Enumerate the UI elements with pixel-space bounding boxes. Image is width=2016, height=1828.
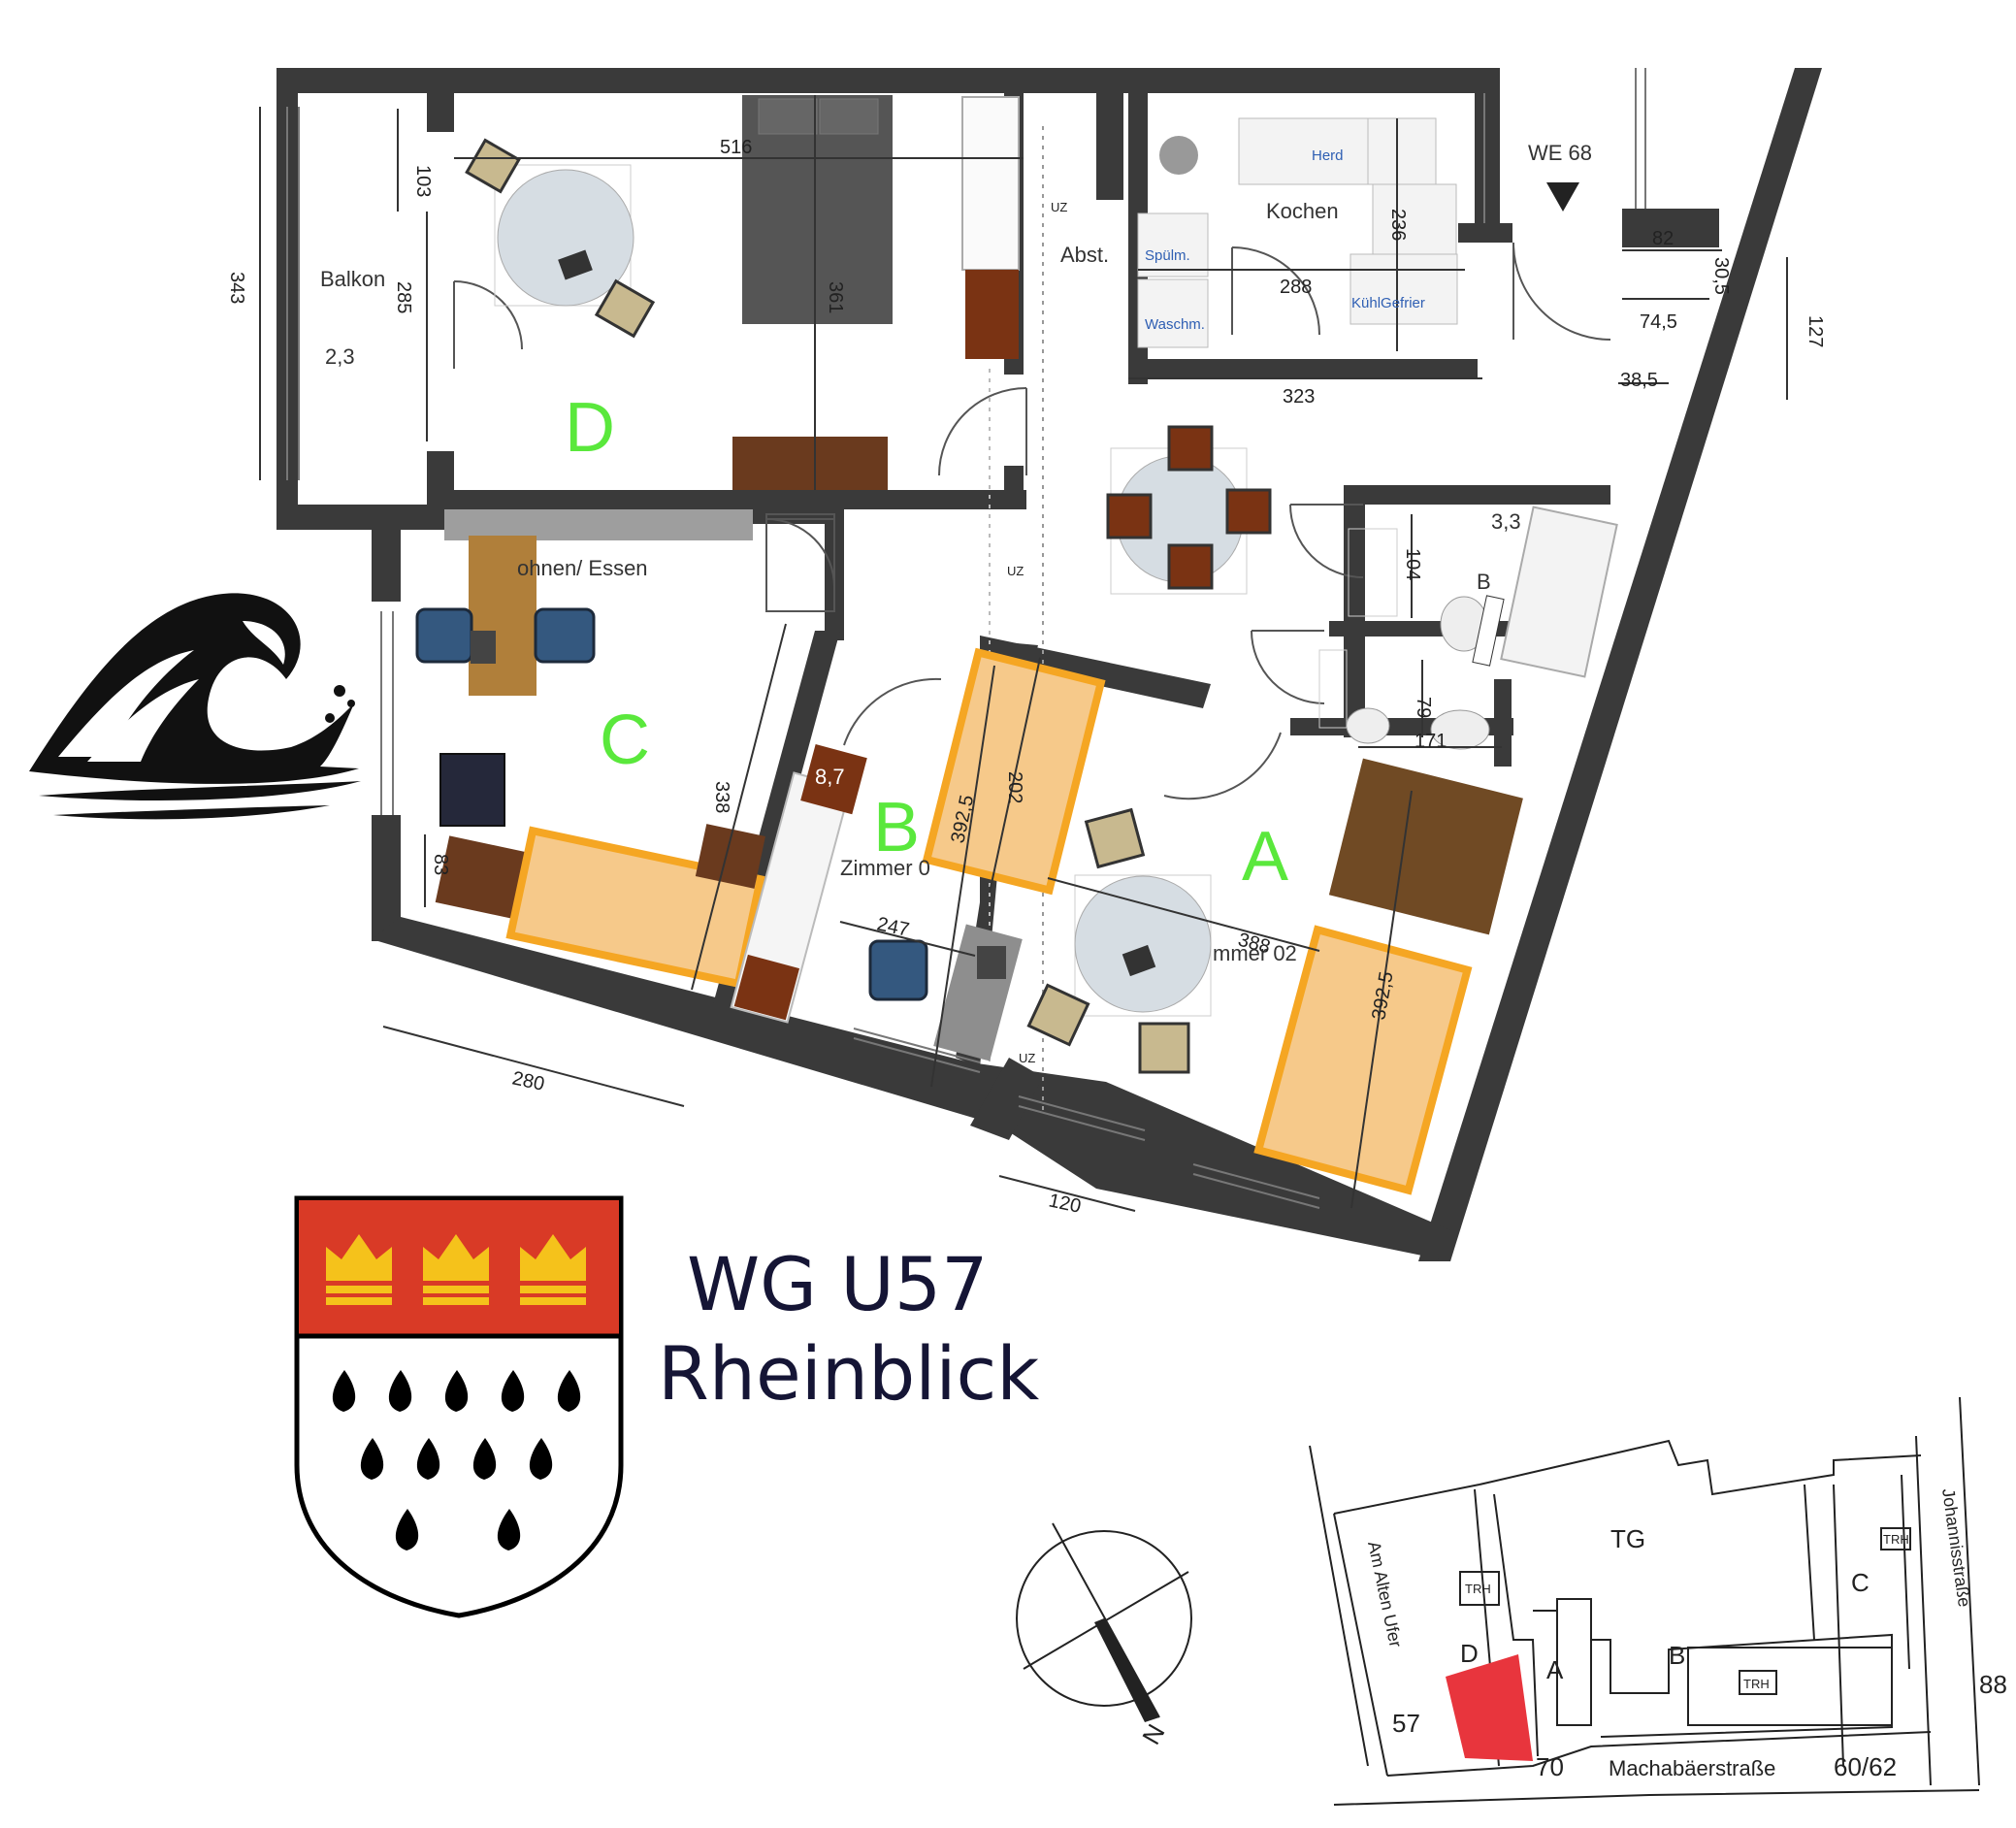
label-waschm: Waschm. [1145, 316, 1205, 333]
dim-171: 171 [1414, 731, 1447, 752]
chair-a1 [1084, 807, 1146, 869]
dim-343: 343 [226, 272, 247, 304]
dim-285: 285 [393, 281, 414, 313]
label-zimmer-b: Zimmer 0 [840, 856, 930, 880]
room-letter-c: C [600, 702, 650, 779]
chair-d2 [594, 278, 656, 339]
dim-288: 288 [1280, 277, 1312, 298]
site-c: C [1851, 1568, 1870, 1597]
site-num-88: 88 [1979, 1670, 2007, 1699]
office-chair-c1 [415, 607, 473, 664]
dim-83: 83 [430, 854, 451, 875]
compass-icon [1016, 1522, 1192, 1722]
label-uz-3: UZ [1019, 1051, 1035, 1065]
dim-127: 127 [1805, 315, 1826, 347]
dim-361: 361 [825, 281, 846, 313]
tv-board [444, 509, 753, 540]
site-a: A [1546, 1655, 1564, 1684]
dim-38-5: 38,5 [1620, 370, 1658, 391]
coat-of-arms-icon [294, 1195, 624, 1618]
room-letter-d: D [565, 389, 615, 467]
dim-104: 104 [1402, 548, 1423, 580]
round-table-d [497, 169, 634, 307]
armchair-c [439, 753, 505, 827]
wardrobe-d [961, 96, 1020, 271]
dim-202: 202 [1004, 771, 1025, 803]
dim-323: 323 [1283, 386, 1315, 408]
label-uz-1: UZ [1051, 200, 1067, 214]
dining-chair-1 [1167, 425, 1214, 472]
site-map [1309, 1396, 1980, 1806]
bathtub [1500, 506, 1618, 678]
room-letter-b: B [873, 789, 920, 866]
site-b: B [1669, 1641, 1685, 1670]
dim-79: 79 [1413, 697, 1434, 718]
dim-82: 82 [1652, 228, 1674, 249]
dresser-d [732, 437, 888, 490]
site-map-highlight [1446, 1654, 1533, 1761]
site-num-70: 70 [1536, 1752, 1564, 1781]
title-line-2: Rheinblick [658, 1330, 1039, 1417]
dim-338: 338 [711, 781, 732, 813]
site-d: D [1460, 1639, 1479, 1668]
label-area-b: 8,7 [815, 765, 845, 789]
nightstand-c [695, 824, 765, 889]
crown-icon [326, 1234, 586, 1305]
dining-chair-4 [1225, 488, 1272, 535]
label-kuehl: KühlGefrier [1351, 295, 1425, 311]
title-line-1: WG U57 [687, 1241, 989, 1327]
street-machabaeer: Machabäerstraße [1609, 1756, 1775, 1780]
dim-74-5: 74,5 [1640, 311, 1677, 333]
site-num-6062: 60/62 [1834, 1752, 1897, 1781]
dining-chair-3 [1106, 493, 1153, 539]
kitchen-plant [1159, 136, 1198, 175]
label-balkon: Balkon [320, 267, 385, 291]
laptop-d [558, 249, 593, 280]
outer-wall-bottom [372, 917, 1455, 1261]
flame-drops [332, 1370, 581, 1551]
dining-chair-2 [1167, 543, 1214, 590]
room-letter-a: A [1242, 818, 1288, 896]
dim-516: 516 [720, 137, 752, 158]
cabinet-b2 [733, 954, 800, 1021]
office-chair-b [868, 939, 928, 1001]
chair-a2 [1026, 983, 1090, 1047]
dim-30-5: 30,5 [1710, 257, 1732, 295]
wall-a-top [980, 636, 1211, 708]
chair-a3 [1138, 1022, 1190, 1074]
label-we: WE 68 [1528, 141, 1592, 165]
label-wohnen: ohnen/ Essen [517, 556, 648, 580]
label-abst: Abst. [1060, 243, 1109, 267]
cabinet-d [965, 270, 1019, 359]
chair-d1 [465, 138, 521, 194]
entrance-arrow-icon [1546, 182, 1579, 212]
wardrobe-a [1328, 758, 1523, 935]
site-trh-2: TRH [1743, 1677, 1770, 1691]
wall-a-b-lower [970, 1058, 1043, 1140]
site-num-57: 57 [1392, 1709, 1420, 1738]
label-herd: Herd [1312, 147, 1344, 164]
site-tg: TG [1610, 1524, 1645, 1553]
dim-103: 103 [412, 165, 434, 197]
label-zimmer-a: mmer 02 [1213, 941, 1297, 965]
cabinet-b [800, 744, 867, 815]
walls [276, 68, 1719, 941]
site-trh-3: TRH [1883, 1532, 1909, 1547]
office-chair-c2 [534, 607, 596, 664]
side-table-c [435, 835, 536, 921]
label-kochen: Kochen [1266, 199, 1339, 223]
wave-icon [29, 593, 361, 820]
desk-c [469, 536, 537, 696]
label-bad-area: 3,3 [1491, 509, 1521, 534]
label-balkon-area: 2,3 [325, 344, 355, 369]
dim-236: 236 [1387, 209, 1409, 241]
label-spuelm: Spülm. [1145, 247, 1190, 264]
outer-wall-diagonal [1418, 68, 1822, 1261]
label-uz-2: UZ [1007, 564, 1024, 578]
label-bad: B [1477, 570, 1491, 594]
bed-a [1253, 925, 1473, 1195]
round-table-a [1074, 875, 1212, 1013]
site-trh-1: TRH [1465, 1582, 1491, 1596]
